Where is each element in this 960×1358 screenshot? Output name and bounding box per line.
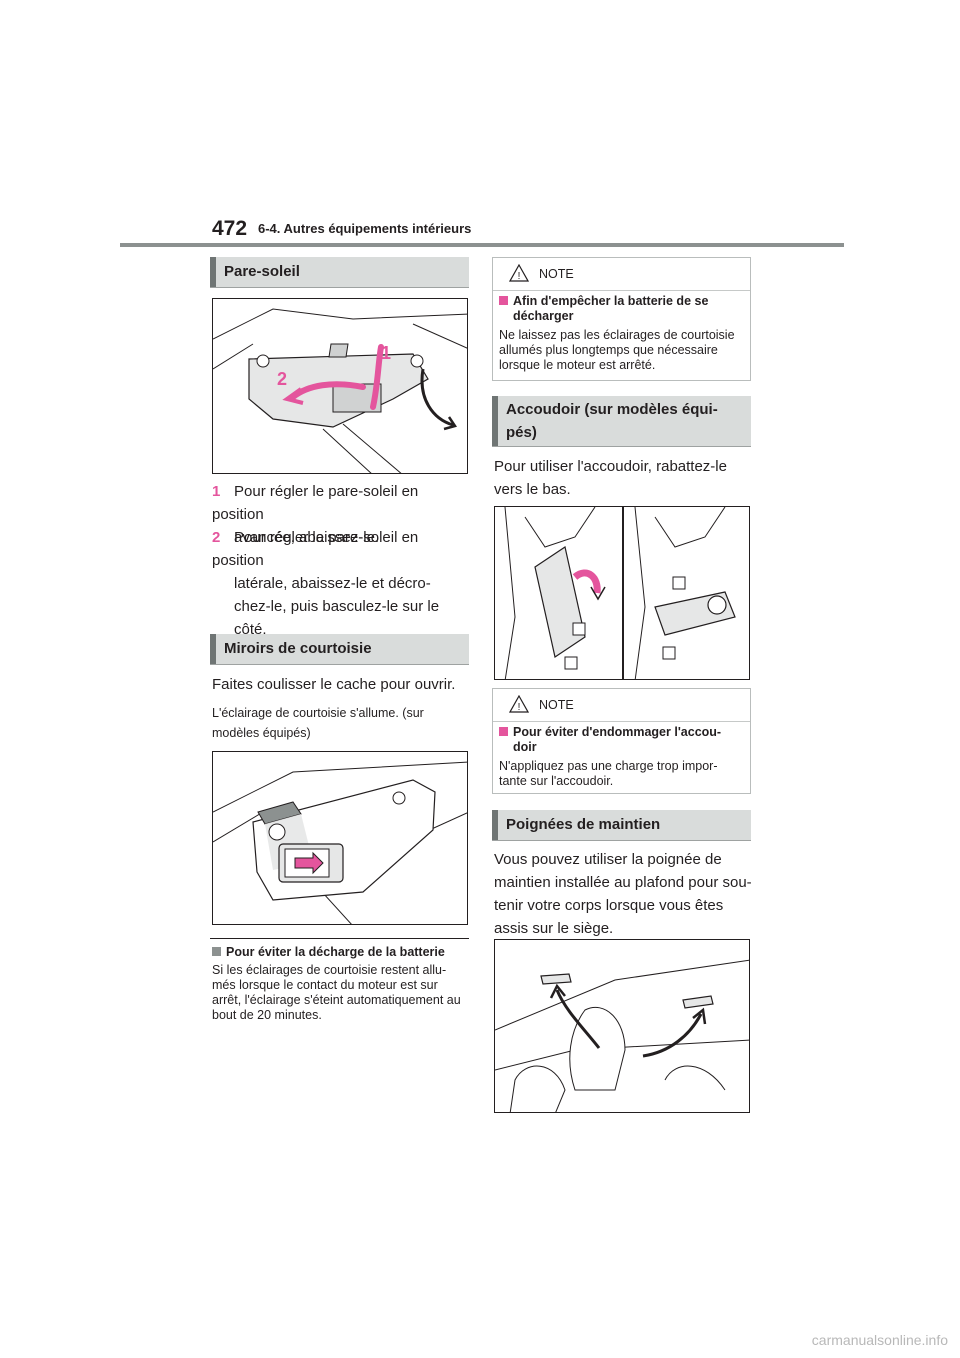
step-number: 2: [212, 529, 221, 546]
chapter-title: 6-4. Autres équipements intérieurs: [258, 221, 472, 236]
step-text: chez-le, puis basculez-le sur le: [234, 598, 440, 615]
section-heading-armrest: Accoudoir (sur modèles équi- pés): [492, 396, 751, 446]
section-heading-sunvisor: Pare-soleil: [210, 257, 469, 287]
mirrors-note: L'éclairage de courtoisie s'allume. (sur…: [212, 706, 424, 740]
battery-note-heading: Pour éviter la décharge de la batterie: [226, 945, 445, 959]
mirrors-body: Faites coulisser le cache pour ouvrir.: [212, 676, 456, 693]
section-underline: [210, 287, 469, 288]
note-box-battery: ! NOTE Afin d'empêcher la batterie de se…: [492, 257, 751, 381]
figure-label-2: 2: [277, 369, 287, 389]
svg-text:!: !: [518, 702, 521, 713]
section-underline: [492, 840, 751, 841]
page-number: 472: [212, 217, 248, 240]
watermark: carmanualsonline.info: [811, 1332, 948, 1348]
note-box-armrest: ! NOTE Pour éviter d'endommager l'accou-…: [492, 688, 751, 794]
section-underline: [492, 446, 751, 447]
armrest-figure: [494, 506, 750, 680]
step-text: avancée, abaissez-le.: [234, 529, 380, 546]
step-text: côté.: [234, 621, 267, 638]
step-text: Pour régler le pare-soleil en position: [212, 529, 419, 569]
header-rule: [120, 243, 844, 247]
step-text: latérale, abaissez-le et décro-: [234, 575, 431, 592]
section-heading-mirrors: Miroirs de courtoisie: [210, 634, 469, 664]
step-text: Pour régler le pare-soleil en position: [212, 483, 419, 523]
section-underline: [210, 664, 469, 665]
note-divider: [210, 938, 469, 939]
mirror-figure: [212, 751, 468, 925]
square-bullet-icon: [499, 296, 508, 305]
grips-figure: [494, 939, 750, 1113]
battery-note: Pour éviter la décharge de la batterie S…: [212, 945, 461, 1022]
note-label: NOTE: [539, 267, 574, 281]
figure-label-1: 1: [381, 343, 391, 363]
warning-icon: !: [509, 695, 529, 713]
sunvisor-figure: 1 2: [212, 298, 468, 474]
warning-icon: !: [509, 264, 529, 282]
square-bullet-icon: [499, 727, 508, 736]
grips-body: Vous pouvez utiliser la poignée de maint…: [494, 851, 752, 937]
section-heading-grips: Poignées de maintien: [492, 810, 751, 840]
square-bullet-icon: [212, 947, 221, 956]
note-label: NOTE: [539, 698, 574, 712]
armrest-body: Pour utiliser l'accoudoir, rabattez-le v…: [494, 458, 727, 498]
svg-text:!: !: [518, 271, 521, 282]
step-number: 1: [212, 483, 221, 500]
